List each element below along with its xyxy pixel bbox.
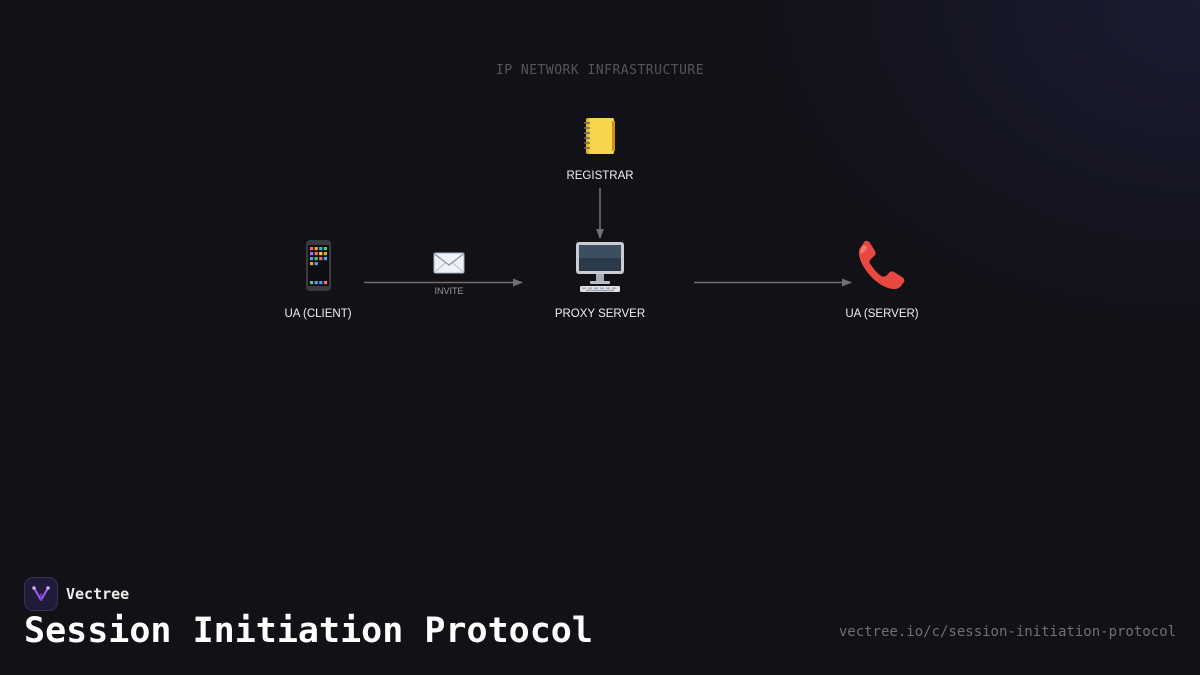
node-proxy-server: PROXY SERVER	[520, 238, 680, 320]
region-label: IP NETWORK INFRASTRUCTURE	[495, 63, 705, 78]
envelope-icon	[433, 252, 465, 274]
node-registrar: REGISTRAR	[520, 112, 680, 182]
node-proxy-server-label: PROXY SERVER	[554, 308, 646, 320]
desktop-computer-icon	[576, 242, 624, 292]
brand[interactable]: Vectree	[24, 577, 129, 611]
notebook-icon	[584, 118, 615, 154]
telephone-receiver-icon	[858, 240, 905, 290]
node-ua-server-label: UA (SERVER)	[845, 308, 919, 320]
brand-name: Vectree	[66, 585, 130, 603]
page-title: Session Initiation Protocol	[24, 611, 593, 651]
node-ua-server: UA (SERVER)	[802, 238, 962, 320]
mobile-phone-icon	[306, 240, 331, 291]
node-ua-client: UA (CLIENT)	[238, 238, 398, 320]
edge-label-invite: INVITE	[409, 248, 489, 296]
edge-label-invite-text: INVITE	[434, 286, 464, 296]
page-url[interactable]: vectree.io/c/session-initiation-protocol	[838, 624, 1176, 640]
node-ua-client-label: UA (CLIENT)	[284, 308, 352, 320]
vectree-logo-icon	[24, 577, 58, 611]
node-registrar-label: REGISTRAR	[566, 170, 634, 182]
